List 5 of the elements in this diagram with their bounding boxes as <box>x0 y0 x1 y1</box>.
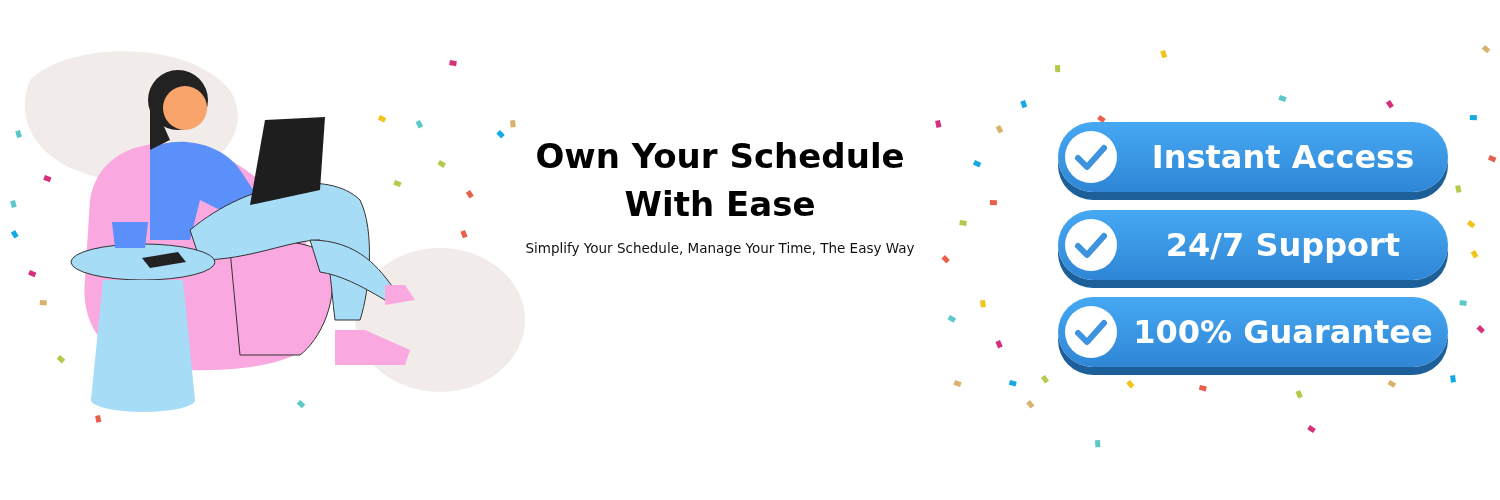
badge-label: 24/7 Support <box>1164 225 1402 266</box>
subheading: Simplify Your Schedule, Manage Your Time, The Easy Way <box>524 240 916 256</box>
badge-label: 100% Guarantee <box>1132 312 1434 353</box>
badge-label: Instant Access <box>1150 137 1416 178</box>
headline: Own Your Schedule With Ease <box>534 135 906 226</box>
